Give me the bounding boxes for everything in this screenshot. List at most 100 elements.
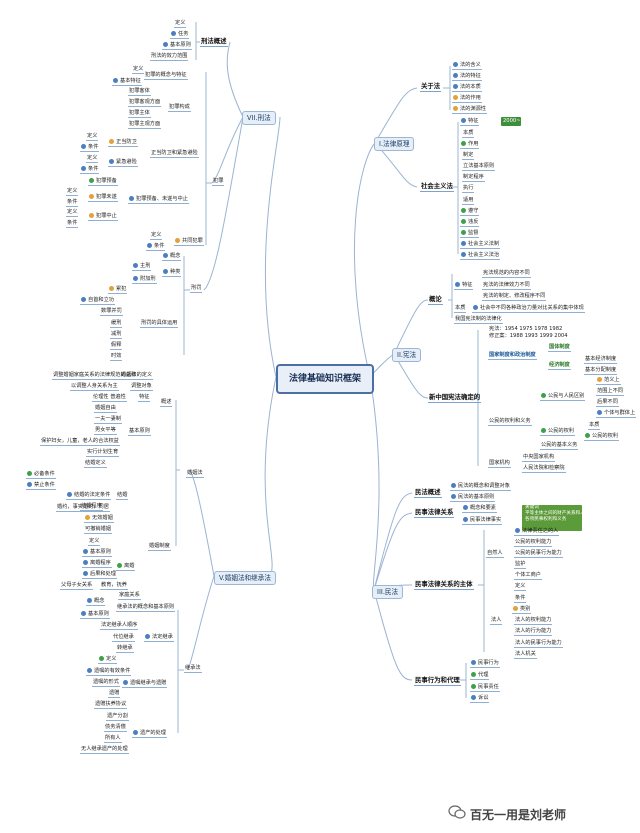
list-item: 禁止条件 [26,482,56,490]
list-item: 犯罪主体 [128,110,151,118]
list-item: 宪法规范的内容不同 [482,270,531,278]
bullet-icon [113,78,118,83]
list-item: 定义 [86,155,99,163]
list-item: 种类 [162,269,182,277]
list-item: 教育，抚养 [100,582,128,590]
list-item: 公民与人民区别 [540,393,586,401]
list-item: 适用 [462,197,475,205]
list-item: 假释 [110,342,123,350]
branch-civil-law: III.民法 [372,585,404,599]
bullet-icon [109,159,114,164]
list-item: 民法的基本原则 [450,494,496,502]
list-item: 公民的权利和义务 [488,418,532,426]
bullet-icon [461,141,466,146]
list-item: 民事法律事实 [462,517,503,525]
bullet-icon [541,393,546,398]
list-item: 犯罪客体 [128,88,151,96]
list-item: 诉讼 [470,695,490,703]
list-item: 减刑 [110,331,123,339]
note-line: 各项民事权利和义务 [525,517,567,522]
list-item: 概念和要素 [462,505,497,513]
note-box: 关键词 平等主体之间的财产关系和人身关系 各项民事权利和义务 [524,505,600,523]
list-item: 债务清偿 [104,724,127,732]
list-item: 定义 [88,538,101,546]
bullet-icon [27,482,32,487]
bullet-icon [117,563,122,568]
list-item: 中央国家机构 [522,454,556,462]
list-item: 基本原则 [80,611,110,619]
list-item: 公民的权利 [540,428,575,436]
topic-socialist-law: 社会主义法 [420,182,454,192]
list-item: 国家制度和政治制度 [488,352,537,360]
bullet-icon [451,494,456,499]
list-item: 法的作用 [452,95,482,103]
bullet-icon [515,528,520,533]
list-item: 代位继承 [112,634,135,642]
list-item: 缓刑 [110,320,123,328]
wechat-icon [448,805,466,819]
list-item: 继承法的概念和基本原则 [116,604,176,612]
bullet-icon [451,483,456,488]
list-item: 婚姻法的定义 [120,372,154,380]
topic-civil-overview: 民法概述 [414,488,442,498]
note-label: 2000~ [503,118,521,124]
note-title: 关键词 [525,505,539,510]
list-item: 结婚程序 [80,503,103,511]
bullet-icon [471,672,476,677]
list-item: 基本原则 [82,549,112,557]
bullet-icon [99,656,104,661]
bullet-icon [89,178,94,183]
list-item: 基本经济制度 [584,356,618,364]
list-item: 宪法的法律效力不同 [482,282,531,290]
bullet-icon [109,139,114,144]
list-item: 条件 [80,144,100,152]
list-item: 结婚定义 [84,460,107,468]
bullet-icon [81,297,86,302]
list-item: 遗赠 [108,690,121,698]
bullet-icon [133,276,138,281]
bullet-icon [163,42,168,47]
list-item: 定义 [514,583,527,591]
list-item: 公民的基本义务 [540,442,579,450]
topic-criminal-overview: 刑法概述 [200,37,228,47]
history-line: 修正案：1988 1993 1999 2004 [489,333,568,339]
bullet-icon [463,505,468,510]
list-item: 遵守 [460,208,480,216]
list-item: 个体工商户 [514,572,542,580]
list-item: 法定继承人顺序 [100,622,139,630]
list-item: 转继承 [116,645,134,653]
list-item: 犯罪未遂 [88,194,118,202]
list-item: 所有人 [104,735,122,743]
list-item: 概念 [86,598,106,606]
list-item: 法的渊源性 [452,106,487,114]
list-item: 必备条件 [26,471,56,479]
list-item: 条件 [66,220,79,228]
list-item: 定义 [86,133,99,141]
bullet-icon [81,166,86,171]
list-item: 一夫一妻制 [94,416,122,424]
list-item: 婚约，事实婚约，同居 [56,504,110,512]
list-item: 犯罪中止 [88,213,118,221]
list-item: 结婚的法定条件 [66,492,112,500]
list-item: 继承法 [184,665,202,673]
list-item: 本质 [588,422,601,430]
bullet-icon [453,62,458,67]
list-item: 正当防卫和紧急避险 [150,150,199,158]
list-item: 数罪并罚 [100,308,123,316]
list-item: 监督 [460,230,480,238]
list-item: 经济制度 [548,362,571,370]
list-item: 遗赠扶养协议 [94,701,128,709]
bullet-icon [123,680,128,685]
list-item: 男女平等 [94,427,117,435]
list-item: 民事行为 [470,660,500,668]
list-item: 紧急避险 [108,159,138,167]
list-item: 社会主义法制 [460,241,501,249]
list-item: 基本特征 [112,78,142,86]
bullet-icon [109,286,114,291]
note-line: 平等主体之间的财产关系和人身关系 [525,511,599,516]
list-item: 附加刑 [132,276,157,284]
list-item: 定义 [98,656,118,664]
list-item: 代理 [470,672,490,680]
list-item: 国家机构 [488,460,511,468]
list-item: 时效 [110,353,123,361]
